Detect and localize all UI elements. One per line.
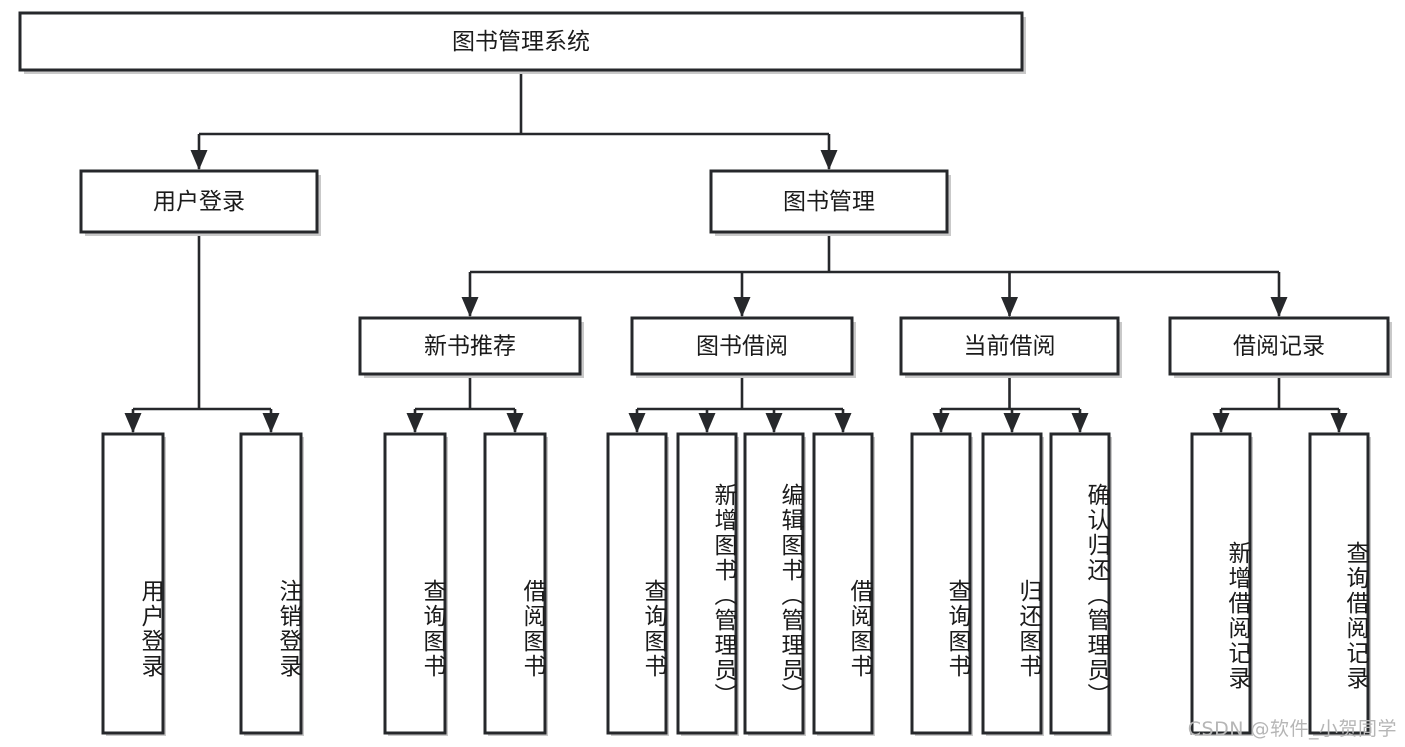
node-box-leaf-query-borrow-record[interactable] [1308,432,1370,735]
arrow-head-icon [1212,413,1230,433]
node-label-new-book-recommend: 新书推荐 [424,334,516,360]
arrow-head-icon [1003,413,1021,433]
arrow-head-icon [820,150,838,170]
arrow-head-icon [1330,413,1348,433]
arrow-head-icon [1001,297,1018,317]
arrow-head-icon [698,413,716,433]
node-box-leaf-query-book-borrow[interactable] [606,432,668,735]
watermark-text: CSDN @软件_小贺同学 [1187,718,1397,740]
node-label-current-borrow: 当前借阅 [964,334,1056,360]
node-box-leaf-query-book-current[interactable] [910,432,972,735]
arrow-head-icon [190,150,208,170]
node-label-user-login: 用户登录 [153,189,245,215]
arrow-head-icon [506,413,524,433]
node-box-leaf-borrow-book[interactable] [812,432,874,735]
arrow-head-icon [1270,297,1288,317]
node-box-user-login[interactable] [79,169,319,234]
arrow-head-icon [406,413,424,433]
node-label-borrow-record: 借阅记录 [1233,334,1325,360]
node-box-root[interactable] [18,11,1024,72]
arrow-head-icon [932,413,950,433]
node-box-leaf-confirm-return-admin[interactable] [1049,432,1111,735]
node-box-current-borrow[interactable] [899,316,1120,376]
node-box-leaf-add-borrow-record[interactable] [1190,432,1252,735]
arrow-head-icon [834,413,852,433]
node-box-book-manage[interactable] [709,169,949,234]
node-box-book-borrow[interactable] [630,316,854,376]
arrow-head-icon [461,297,479,317]
node-box-leaf-query-book-rec[interactable] [383,432,447,735]
node-box-leaf-user-login[interactable] [101,432,165,735]
arrow-head-icon [262,413,280,433]
node-box-leaf-edit-book-admin[interactable] [743,432,805,735]
arrow-head-icon [765,413,783,433]
node-label-root: 图书管理系统 [452,29,590,55]
edges-layer [124,70,1348,433]
node-box-leaf-logout[interactable] [239,432,303,735]
node-label-book-manage: 图书管理 [783,189,875,215]
node-box-borrow-record[interactable] [1168,316,1390,376]
node-box-leaf-return-book[interactable] [981,432,1043,735]
arrow-head-icon [628,413,646,433]
arrow-head-icon [1071,413,1089,433]
node-box-leaf-add-book-admin[interactable] [676,432,738,735]
arrow-head-icon [124,413,142,433]
node-label-book-borrow: 图书借阅 [696,334,788,360]
node-box-new-book-recommend[interactable] [358,316,582,376]
nodes-layer [18,11,1392,736]
node-box-leaf-borrow-book-rec[interactable] [483,432,547,735]
arrow-head-icon [733,297,751,317]
